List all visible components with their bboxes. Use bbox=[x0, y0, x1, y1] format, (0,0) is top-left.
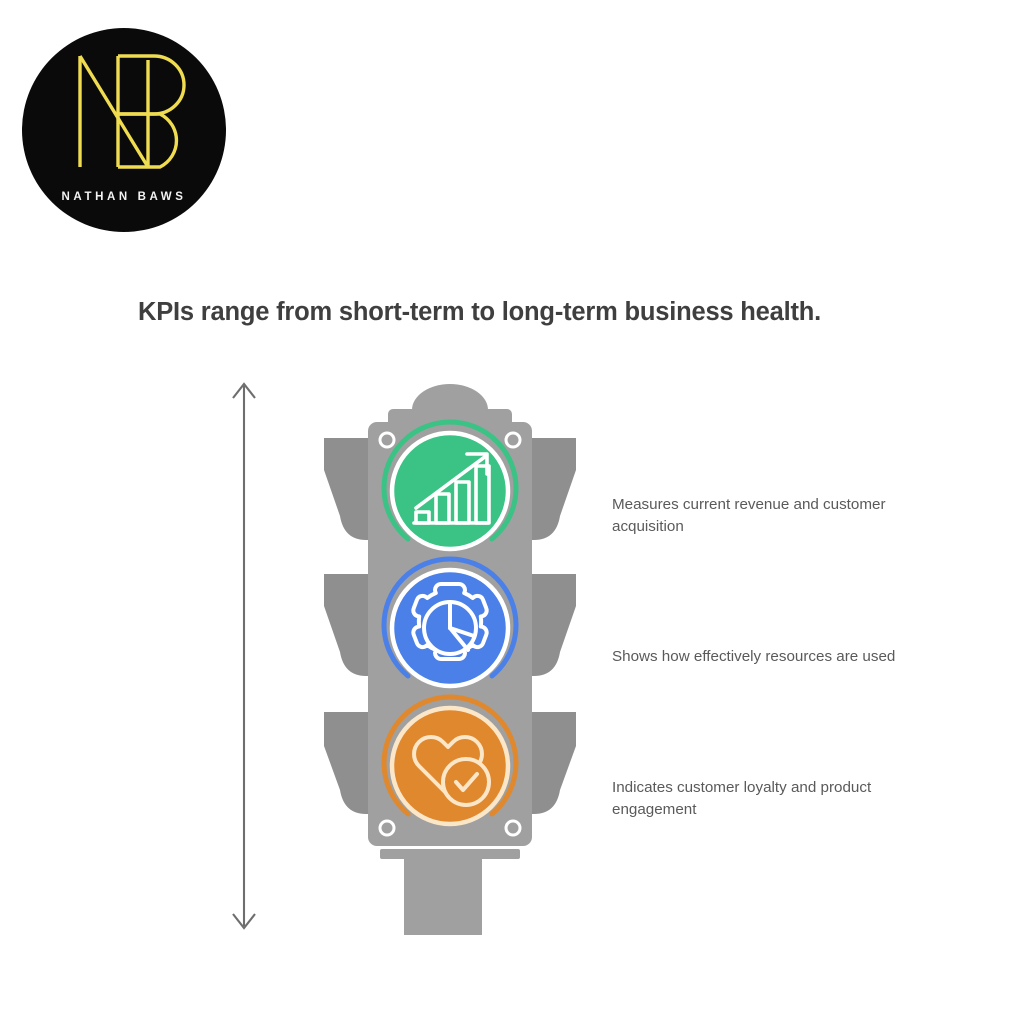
traffic-light-base-plate bbox=[380, 849, 520, 859]
bar-chart-growth-icon bbox=[412, 452, 491, 525]
lamp-description-green: Measures current revenue and customer ac… bbox=[612, 496, 886, 535]
brand-logo-badge: NATHAN BAWS bbox=[22, 28, 226, 232]
lamp-description-orange: Indicates customer loyalty and product e… bbox=[612, 779, 872, 818]
traffic-light-lamp-green bbox=[381, 419, 519, 552]
gear-pie-chart-icon bbox=[411, 582, 489, 661]
brand-wordmark: NATHAN BAWS bbox=[61, 191, 187, 203]
traffic-light-pole bbox=[404, 859, 482, 935]
page-title: KPIs range from short-term to long-term … bbox=[138, 298, 822, 326]
nb-monogram-icon bbox=[78, 54, 186, 169]
range-arrow-double-headed-icon bbox=[232, 382, 256, 930]
traffic-light-lamp-blue bbox=[381, 556, 519, 689]
traffic-light-graphic bbox=[324, 384, 576, 935]
lamp-description-blue: Shows how effectively resources are used bbox=[612, 648, 896, 665]
traffic-light-screws bbox=[378, 431, 522, 837]
traffic-light-dome bbox=[412, 384, 488, 412]
heart-check-icon bbox=[412, 735, 491, 807]
traffic-light-lamp-orange bbox=[381, 694, 519, 827]
